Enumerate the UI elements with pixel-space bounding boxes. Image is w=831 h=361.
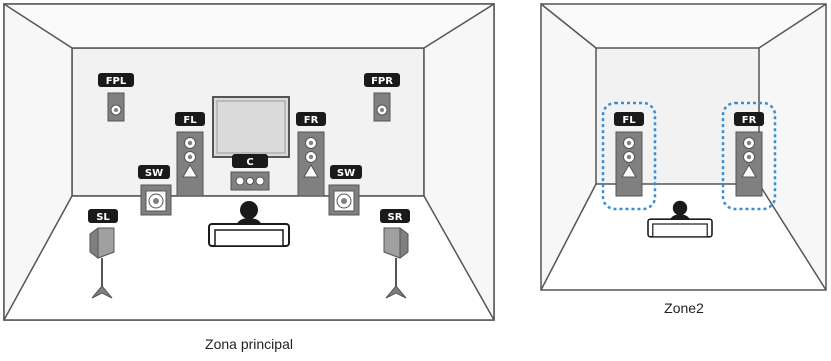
tower-speaker-icon: [176, 131, 204, 197]
bookshelf-speaker-icon: [373, 92, 391, 122]
zone2-speaker-fl: FL: [601, 101, 657, 211]
zone2-room: [540, 3, 827, 291]
speaker-sr: SR: [380, 209, 410, 299]
label-zone2-fl: FL: [622, 115, 636, 126]
speaker-fpl: FPL: [98, 73, 134, 122]
subwoofer-icon: [328, 184, 360, 216]
speaker-fpr: FPR: [364, 73, 400, 122]
zone2-caption: Zone2: [664, 300, 704, 316]
label-zone2-fr: FR: [742, 115, 757, 126]
speaker-sl: SL: [88, 209, 118, 299]
label-fpl: FPL: [106, 76, 127, 87]
label-sw-right: SW: [337, 168, 355, 179]
tower-speaker-icon: [615, 131, 643, 197]
subwoofer-icon: [140, 184, 172, 216]
main-zone-caption: Zona principal: [205, 336, 293, 352]
speaker-fr: FR: [296, 112, 326, 197]
highlight-outline: [601, 101, 657, 211]
label-sr: SR: [388, 212, 403, 223]
highlight-outline: [721, 101, 777, 211]
speaker-sw-right: SW: [328, 165, 362, 216]
person-on-sofa-icon: [647, 200, 713, 238]
label-c: C: [246, 157, 253, 168]
speaker-c: C: [230, 154, 270, 191]
label-fr: FR: [304, 115, 319, 126]
speaker-fl: FL: [175, 112, 205, 197]
zone2-speaker-fr: FR: [721, 101, 777, 211]
label-fl: FL: [183, 115, 197, 126]
label-fpr: FPR: [371, 76, 393, 87]
tower-speaker-icon: [735, 131, 763, 197]
label-sl: SL: [96, 212, 110, 223]
tower-speaker-icon: [297, 131, 325, 197]
main-zone-room: [3, 3, 495, 321]
speaker-sw-left: SW: [138, 165, 172, 216]
label-sw-left: SW: [145, 168, 163, 179]
center-speaker-icon: [230, 171, 270, 191]
tv-icon: [212, 96, 290, 158]
bookshelf-speaker-icon: [107, 92, 125, 122]
